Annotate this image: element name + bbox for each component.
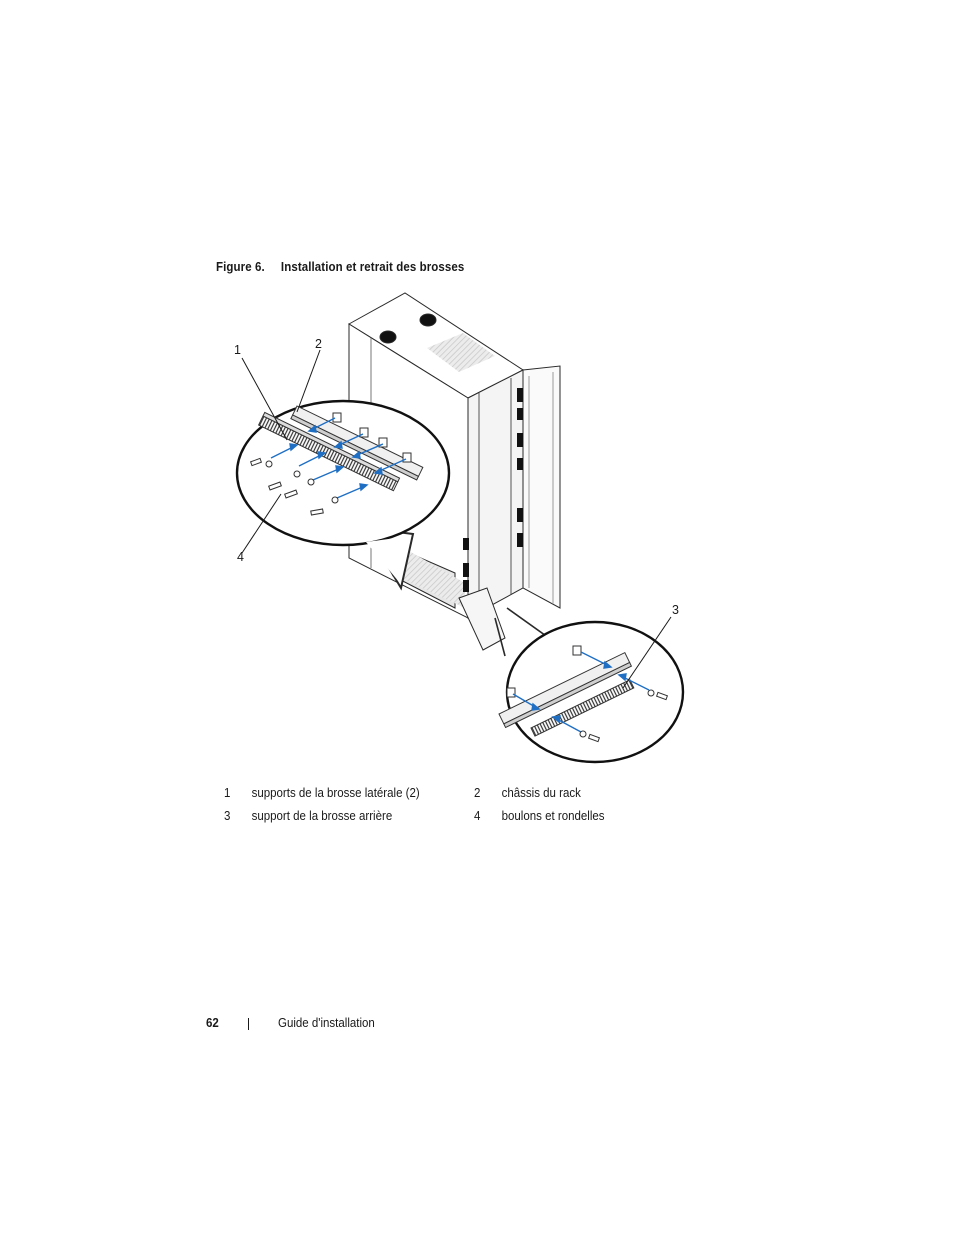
insert-arrows — [270, 417, 407, 499]
rack-drawing: 1 2 3 4 — [234, 292, 685, 764]
rear-brush-bracket — [530, 679, 635, 737]
cage-nuts — [332, 412, 412, 463]
page-number: 62 — [206, 1016, 219, 1030]
figure-number: Figure 6. — [216, 260, 265, 274]
legend-number: 3 — [224, 809, 231, 823]
figure-title: Installation et retrait des brosses — [280, 260, 465, 274]
rail-slots — [463, 388, 523, 592]
legend-item: 2 châssis du rack — [474, 786, 581, 800]
legend-item: 4 boulons et rondelles — [474, 809, 605, 823]
figure-caption: Figure 6. Installation et retrait des br… — [216, 260, 464, 274]
legend-number: 1 — [224, 786, 231, 800]
callout-4: 4 — [237, 550, 244, 564]
detail-callout-side-brushes — [235, 399, 451, 591]
guide-title: Guide d'installation — [278, 1016, 375, 1030]
legend-number: 4 — [474, 809, 481, 823]
leader-lines — [241, 349, 672, 689]
rack-top-hole — [379, 330, 397, 344]
callout-3: 3 — [672, 603, 679, 617]
callout-1: 1 — [234, 343, 241, 357]
rack-lower-door — [458, 587, 506, 651]
cage-nuts — [506, 645, 582, 698]
footer-divider — [248, 1018, 249, 1030]
bolts-and-washers — [579, 689, 669, 743]
callout-2: 2 — [315, 337, 322, 351]
rack-front — [467, 369, 524, 619]
detail-callout-rear-brush — [494, 607, 685, 764]
rack-illustration: 1 2 3 4 — [225, 288, 695, 766]
rack-top-hole — [419, 313, 437, 327]
legend-item: 1 supports de la brosse latérale (2) — [224, 786, 420, 800]
legend-text: châssis du rack — [501, 786, 581, 800]
legend-text: supports de la brosse latérale (2) — [251, 786, 420, 800]
legend-number: 2 — [474, 786, 481, 800]
insert-arrows — [512, 651, 650, 733]
legend-item: 3 support de la brosse arrière — [224, 809, 392, 823]
legend-text: boulons et rondelles — [501, 809, 605, 823]
legend-text: support de la brosse arrière — [251, 809, 393, 823]
bolts-and-washers — [249, 457, 339, 516]
